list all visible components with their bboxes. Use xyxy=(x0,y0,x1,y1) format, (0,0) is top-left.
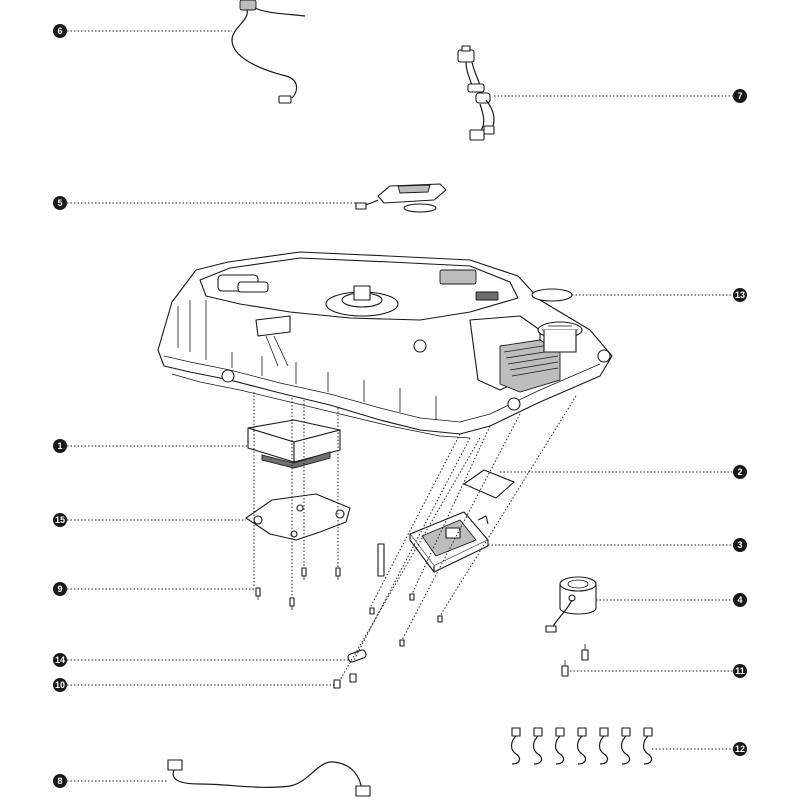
part-15-plate xyxy=(245,493,351,541)
callout-3: 3 xyxy=(733,538,747,552)
part-4-cylinder xyxy=(545,576,597,633)
svg-text:11: 11 xyxy=(735,666,745,676)
screws-10 xyxy=(333,673,357,689)
callout-11: 11 xyxy=(733,664,747,678)
part-12-clips xyxy=(510,727,653,765)
alignment-lines xyxy=(253,392,577,681)
part-1-pad xyxy=(247,419,341,469)
svg-text:4: 4 xyxy=(737,595,742,605)
callout-14: 14 xyxy=(53,653,67,667)
svg-text:13: 13 xyxy=(735,290,745,300)
callout-2: 2 xyxy=(733,465,747,479)
screws-board xyxy=(369,593,443,647)
rod-part xyxy=(377,543,385,577)
svg-text:14: 14 xyxy=(55,655,65,665)
svg-text:10: 10 xyxy=(55,680,65,690)
part-8-cable xyxy=(167,759,371,797)
svg-text:5: 5 xyxy=(57,198,62,208)
part-2-sheet xyxy=(463,469,515,499)
part-13-label xyxy=(531,288,573,302)
svg-text:8: 8 xyxy=(57,776,62,786)
part-3-board xyxy=(409,511,489,573)
screws-11 xyxy=(561,644,589,677)
svg-text:2: 2 xyxy=(737,467,742,477)
svg-text:7: 7 xyxy=(737,91,742,101)
callout-leaders xyxy=(67,30,733,782)
svg-text:3: 3 xyxy=(737,540,742,550)
part-5-sensor xyxy=(355,183,447,213)
callout-8: 8 xyxy=(53,774,67,788)
chassis-main-body xyxy=(157,251,613,439)
callout-6: 6 xyxy=(53,24,67,38)
callout-15: 15 xyxy=(53,513,67,527)
svg-text:6: 6 xyxy=(57,26,62,36)
callout-5: 5 xyxy=(53,196,67,210)
callout-4: 4 xyxy=(733,593,747,607)
callout-9: 9 xyxy=(53,582,67,596)
part-6-cable xyxy=(231,0,306,104)
callout-13: 13 xyxy=(733,288,747,302)
callout-1: 1 xyxy=(53,439,67,453)
callout-10: 10 xyxy=(53,678,67,692)
part-14-fuse xyxy=(347,649,367,663)
screws-9 xyxy=(255,567,341,610)
callout-7: 7 xyxy=(733,89,747,103)
callout-12: 12 xyxy=(733,742,747,756)
svg-text:12: 12 xyxy=(735,744,745,754)
svg-text:15: 15 xyxy=(55,515,65,525)
svg-text:9: 9 xyxy=(57,584,62,594)
part-7-harness xyxy=(457,45,495,141)
svg-text:1: 1 xyxy=(57,441,62,451)
